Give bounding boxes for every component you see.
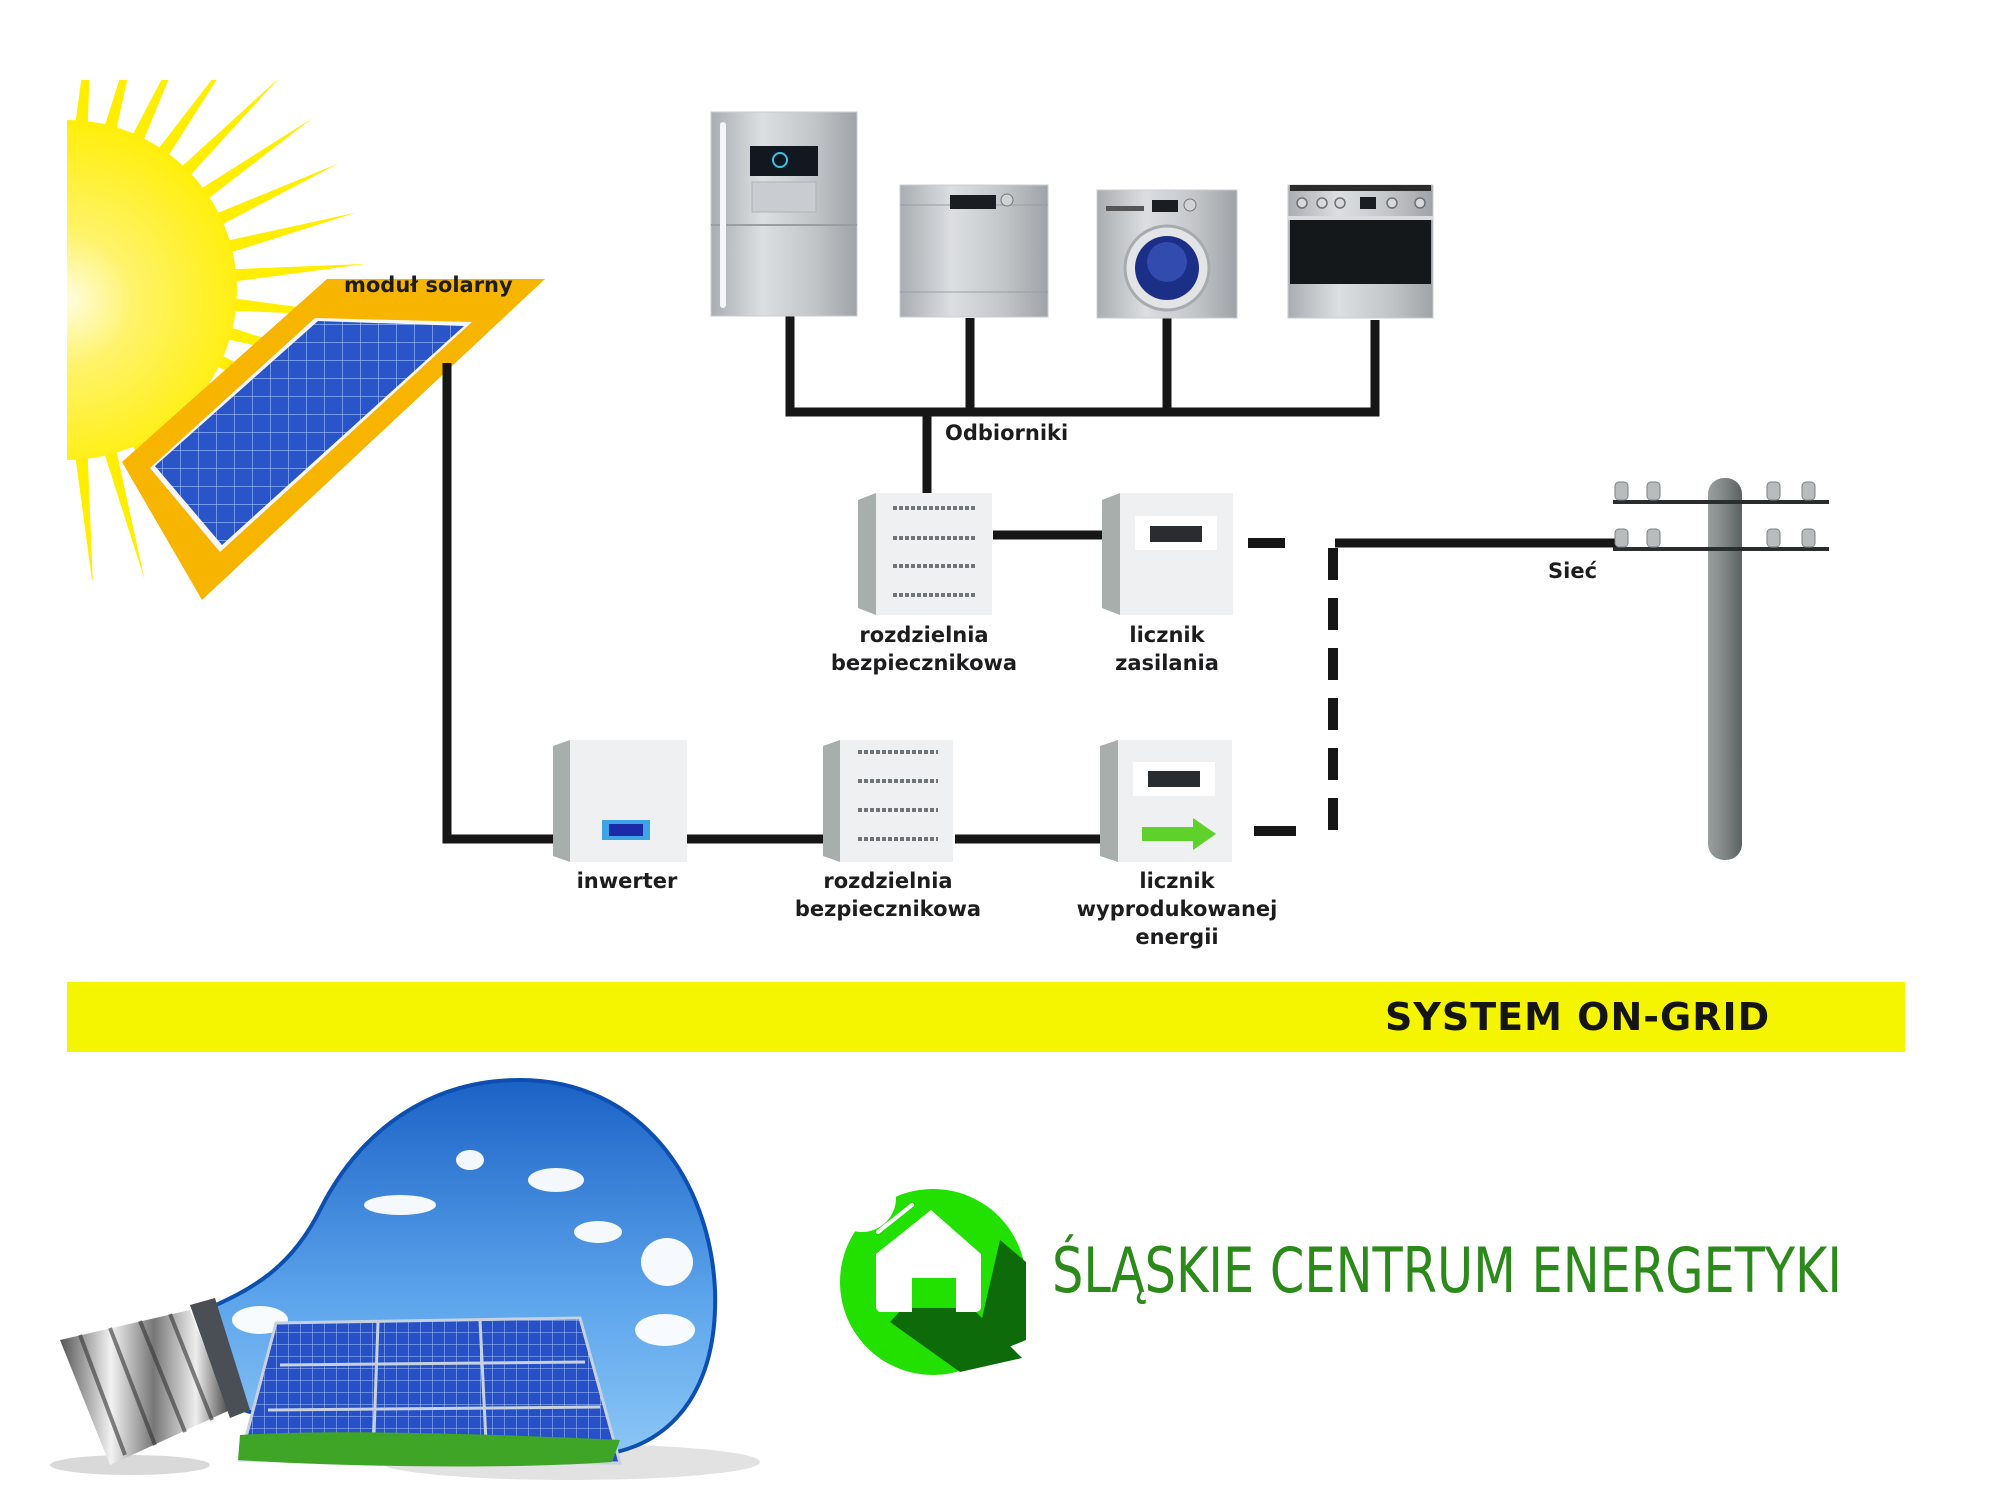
dishwasher-icon xyxy=(899,184,1049,318)
production-meter-label-line3: energii xyxy=(1135,925,1218,949)
sun-disc xyxy=(67,120,237,460)
supply-meter-label-line2: zasilania xyxy=(1115,651,1219,675)
utility-pole-icon xyxy=(1613,478,1829,860)
solar-panel-icon xyxy=(122,279,545,600)
wiring xyxy=(442,316,1625,844)
inverter-label: inwerter xyxy=(577,869,678,893)
production-meter-label-line1: licznik xyxy=(1139,869,1215,893)
inverter-icon xyxy=(553,740,687,862)
arrow-right-icon xyxy=(1142,818,1216,850)
wire-appliance-bus xyxy=(785,316,1380,417)
oven-icon xyxy=(1287,184,1434,319)
washing-machine-icon xyxy=(1096,189,1238,319)
solar-panel-cells xyxy=(155,321,464,545)
solar-module-label: moduł solarny xyxy=(344,273,513,297)
consumers-label: Odbiorniki xyxy=(945,421,1068,445)
wire-solar-to-inverter xyxy=(442,363,556,844)
dashed-grid-wire xyxy=(1248,538,1338,837)
production-meter-icon xyxy=(1100,740,1232,862)
fuse-box-icon xyxy=(858,493,992,615)
fuse-box-top-label-line1: rozdzielnia xyxy=(859,623,988,647)
fuse-box-top-label-line2: bezpiecznikowa xyxy=(831,651,1017,675)
supply-meter-label-line1: licznik xyxy=(1129,623,1205,647)
fridge-icon xyxy=(710,111,858,317)
fuse-box-icon xyxy=(823,740,953,862)
brand-name: ŚLĄSKIE CENTRUM ENERGETYKI xyxy=(1052,1234,1842,1307)
supply-meter-icon xyxy=(1102,493,1233,615)
production-meter-label-line2: wyprodukowanej xyxy=(1077,897,1278,921)
diagram-title: SYSTEM ON-GRID xyxy=(1385,995,1770,1039)
fuse-box-bottom-label-line1: rozdzielnia xyxy=(823,869,952,893)
brand-logo-icon xyxy=(828,1164,1026,1375)
lightbulb-solar-illustration xyxy=(50,1077,760,1480)
dash-segment xyxy=(1318,548,1338,837)
fuse-box-bottom-label-line2: bezpiecznikowa xyxy=(795,897,981,921)
title-banner xyxy=(67,982,1905,1052)
grid-label: Sieć xyxy=(1548,559,1597,583)
